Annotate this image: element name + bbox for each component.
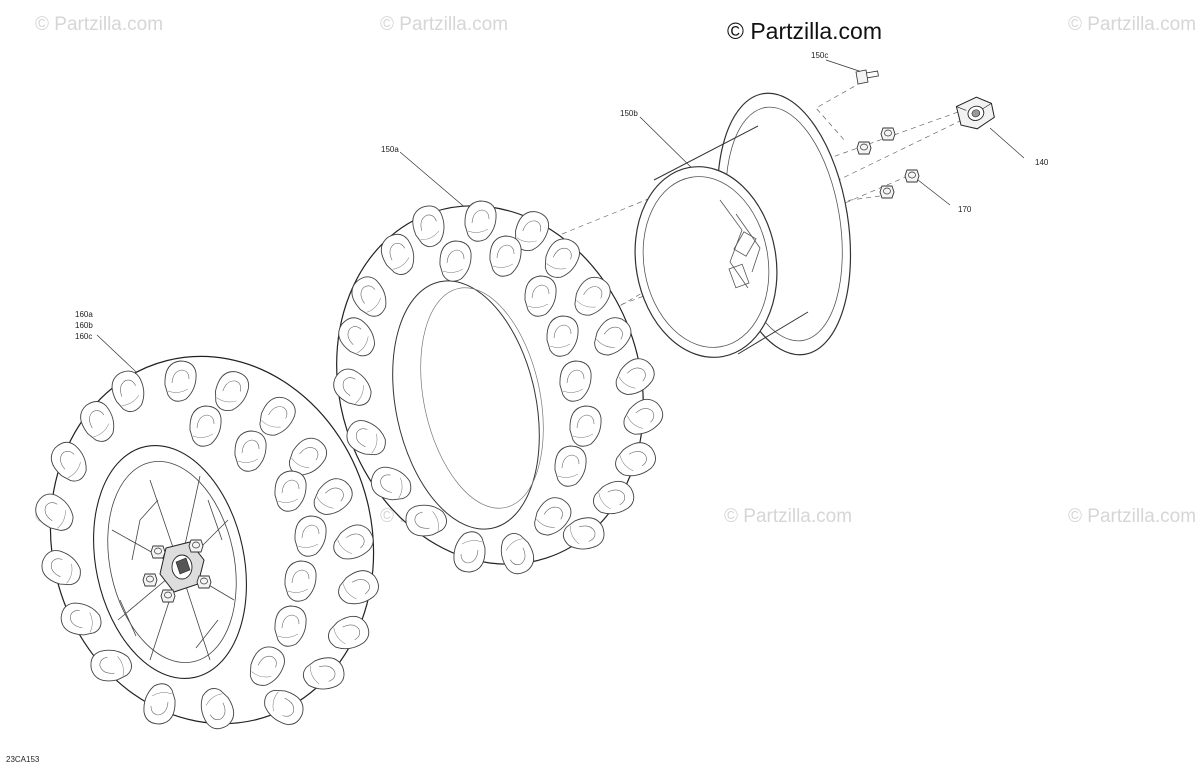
drawing-code: 23CA153 (6, 755, 40, 764)
callout-label-160c: 160c (75, 332, 93, 341)
watermark-text: © Partzilla.com (724, 506, 853, 527)
callout-label-160a: 160a (75, 310, 93, 319)
brand-watermark: © Partzilla.com (727, 18, 882, 44)
callout-label-150c: 150c (811, 51, 829, 60)
watermark-text: © Partzilla.com (1068, 14, 1197, 35)
wheel-assembly-part-160 (29, 355, 385, 735)
callout-label-150b: 150b (620, 109, 638, 118)
watermark-text: © Partzilla.com (380, 14, 509, 35)
lug-nuts-part-170 (856, 127, 920, 199)
wheel-stud-part-150c (855, 69, 879, 85)
rim-part-150b (634, 92, 852, 358)
watermark-text: © Partzilla.com (35, 14, 164, 35)
watermark-text: © Partzilla.com (1068, 506, 1197, 527)
callout-label-160b: 160b (75, 321, 93, 330)
callout-label-170: 170 (958, 205, 972, 214)
callout-label-140: 140 (1035, 158, 1049, 167)
tire-part-150a (327, 200, 669, 580)
callout-label-150a: 150a (381, 145, 399, 154)
hub-nut-part-140 (955, 96, 995, 130)
